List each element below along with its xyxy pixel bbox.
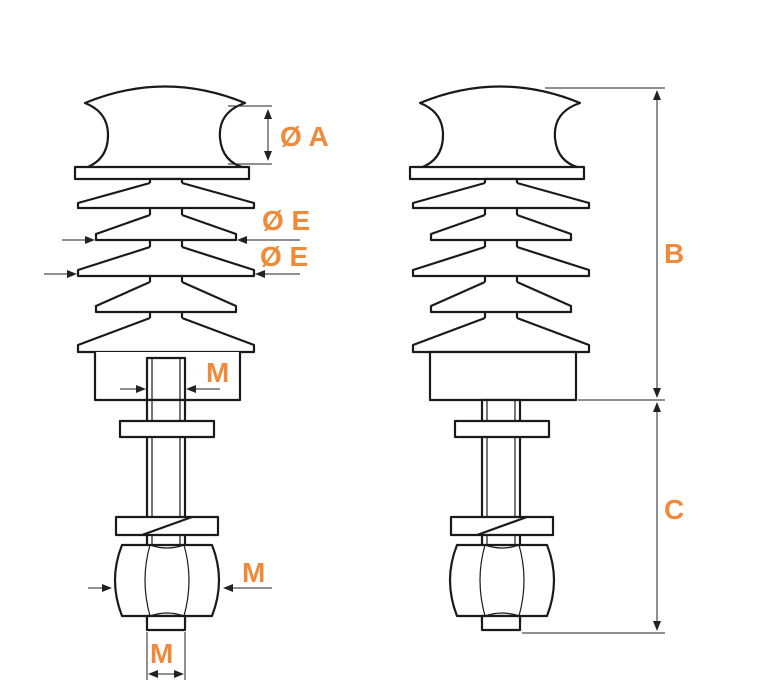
right-shed-2 [429, 213, 573, 242]
left-rod-end [145, 614, 187, 632]
label-diameter-e-lower: Ø E [260, 241, 308, 272]
right-dimensions [522, 87, 665, 634]
left-shed-3 [76, 245, 256, 278]
right-shed-1 [411, 181, 591, 210]
right-head-base-plate [408, 165, 586, 181]
left-head-base-plate [73, 165, 251, 181]
left-insulator-head [83, 85, 247, 170]
label-diameter-e-upper: Ø E [262, 205, 310, 236]
left-hex-nut [113, 543, 221, 618]
label-diameter-a: Ø A [280, 121, 329, 152]
right-washer-upper [453, 419, 551, 439]
right-insulator-head [418, 85, 582, 170]
left-dimensions [44, 105, 300, 680]
left-shed-5 [76, 316, 256, 354]
right-hex-nut [448, 543, 556, 618]
left-insulator [73, 85, 256, 632]
label-length-c: C [664, 494, 684, 525]
right-shed-4 [429, 280, 573, 314]
label-m-stud: M [206, 357, 229, 388]
label-m-bottom: M [150, 638, 173, 669]
right-base-fitting [428, 350, 578, 402]
left-stud-top [145, 356, 187, 402]
right-rod-end [480, 614, 522, 632]
right-shed-3 [411, 245, 591, 278]
left-shed-1 [76, 181, 256, 210]
left-shed-2 [94, 213, 238, 242]
label-height-b: B [664, 238, 684, 269]
label-m-nut: M [242, 557, 265, 588]
right-insulator [408, 85, 591, 632]
left-shed-4 [94, 280, 238, 314]
left-washer-upper [118, 419, 216, 439]
right-shed-5 [411, 316, 591, 354]
